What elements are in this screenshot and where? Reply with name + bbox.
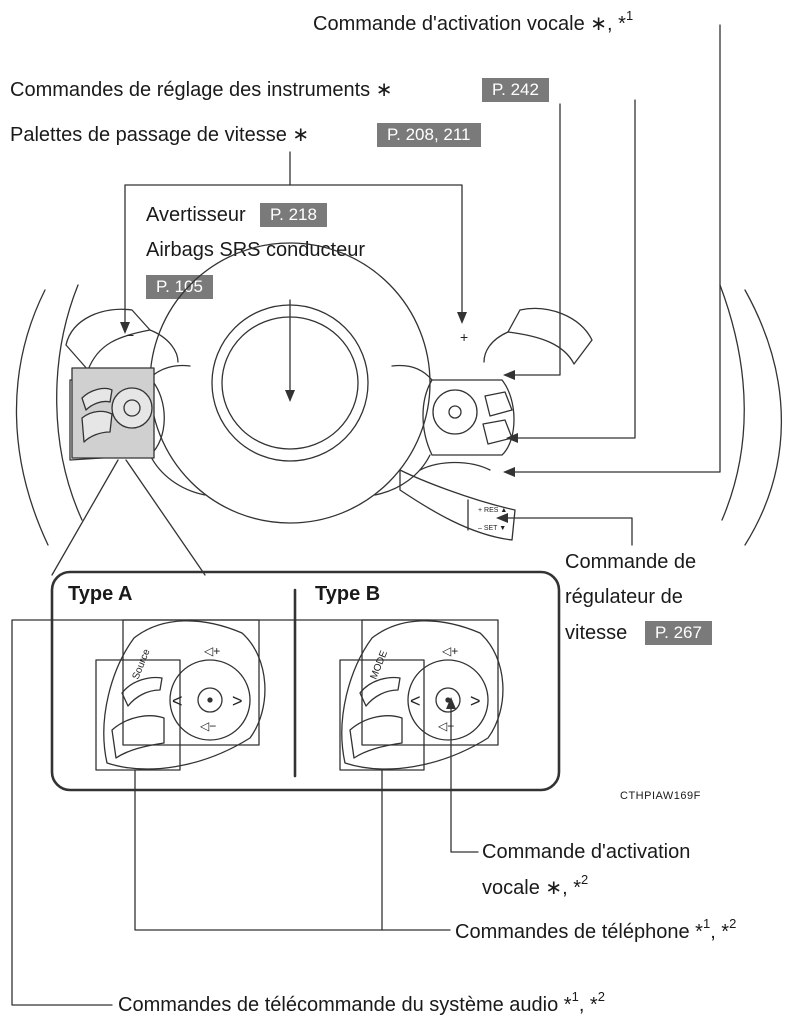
type-b-vol-down: ◁− <box>438 719 454 733</box>
arrow-horn <box>285 390 295 402</box>
type-a-source-label: Source <box>131 647 153 681</box>
paddle-shifters-label: Palettes de passage de vitesse ∗ <box>10 124 310 146</box>
type-b-right-arrow: > <box>470 691 481 711</box>
audio-leader <box>11 619 191 1006</box>
cruise-label-line3: vitesse <box>565 622 628 644</box>
paddle-leader <box>124 151 291 326</box>
cruise-control-stalk <box>399 469 516 541</box>
wheel-rim-inner-right <box>719 284 745 521</box>
cruise-ref: P. 267 <box>645 621 712 645</box>
type-a-heading: Type A <box>68 583 133 605</box>
arrow-cruise <box>496 513 508 523</box>
horn-ref: P. 218 <box>260 203 327 227</box>
type-b-switch <box>341 620 504 770</box>
voice-command-label-top: Commande d'activation vocale ∗, *1 <box>313 8 634 35</box>
right-multi-controller <box>432 389 478 435</box>
type-a-phone-box <box>95 659 181 771</box>
arrow-voice-mini <box>506 433 518 443</box>
type-a-vol-down: ◁− <box>200 719 216 733</box>
paddle-plus-sign: + <box>460 329 468 345</box>
wheel-rim-left <box>15 289 49 546</box>
callout-line-1 <box>51 459 119 576</box>
type-a-switch <box>103 620 266 770</box>
type-b-left-arrow: < <box>410 691 421 711</box>
paddle-shifters-ref: P. 208, 211 <box>377 123 481 147</box>
type-a-vol-up: ◁+ <box>204 644 220 658</box>
wheel-rim-right <box>744 289 782 546</box>
instrument-leader <box>504 103 561 376</box>
type-b-heading: Type B <box>315 583 381 605</box>
voice-mini-leader <box>507 99 636 439</box>
instrument-controls-label: Commandes de réglage des instruments ∗ <box>10 79 393 101</box>
phone-leader <box>134 769 451 931</box>
voice-bottom-leader <box>450 699 479 853</box>
voice-command-label-bottom-line2: vocale ∗, *2 <box>482 872 589 899</box>
arrow-paddle-right <box>457 312 467 324</box>
horn-label: Avertisseur <box>146 204 246 226</box>
phone-controls-label: Commandes de téléphone *1, *2 <box>455 916 737 943</box>
cruise-set-text: – SET ▼ <box>478 525 506 532</box>
type-b-vol-up: ◁+ <box>442 644 458 658</box>
type-a-left-arrow: < <box>172 691 183 711</box>
arrow-paddle-left <box>120 322 130 334</box>
left-paddle <box>65 308 151 371</box>
type-a-right-arrow: > <box>232 691 243 711</box>
wheel-rim-inner-left <box>56 284 83 521</box>
cruise-label-line1: Commande de <box>565 551 697 573</box>
type-detail-box <box>50 570 561 792</box>
cruise-res-text: + RES ▲ <box>478 507 507 514</box>
instrument-controls-ref: P. 242 <box>482 78 549 102</box>
image-code: CTHPIAW169F <box>620 790 701 802</box>
paddle-minus-sign: − <box>126 327 134 343</box>
type-b-mode-label: MODE <box>369 649 391 681</box>
cruise-label-line2: régulateur de <box>565 586 683 608</box>
airbag-ref: P. 105 <box>146 275 213 299</box>
arrow-voice-bottom <box>446 697 456 709</box>
right-paddle <box>507 307 593 365</box>
right-spoke <box>422 379 515 456</box>
voice-command-leader-top <box>504 24 721 473</box>
type-a-audio-box <box>122 619 260 746</box>
callout-line-2 <box>125 459 206 576</box>
arrow-instrument <box>503 370 515 380</box>
audio-controls-label: Commandes de télécommande du système aud… <box>118 989 605 1016</box>
cruise-leader <box>497 517 633 546</box>
voice-command-label-bottom-line1: Commande d'activation <box>482 841 691 863</box>
arrow-voice-top <box>503 467 515 477</box>
